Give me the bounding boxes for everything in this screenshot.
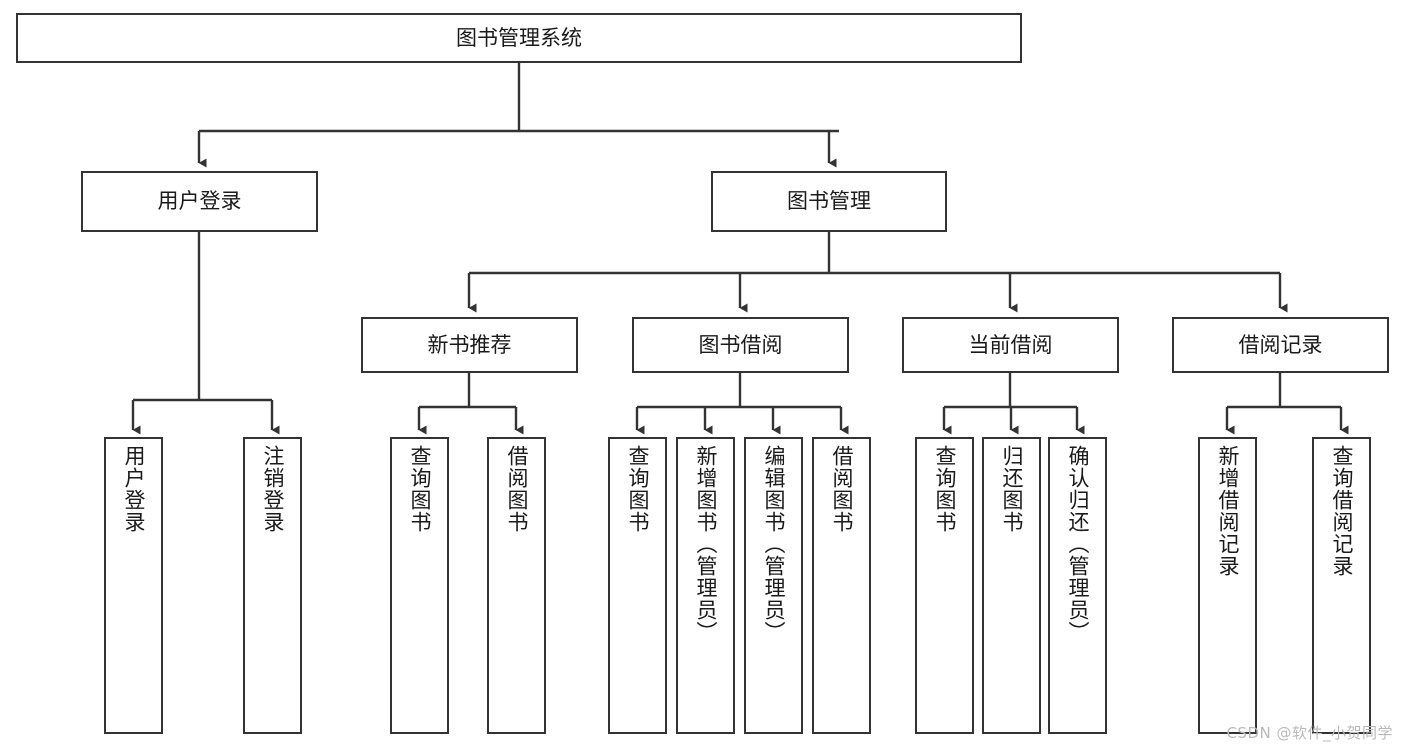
node-leaf-return-book[interactable]: 归还图书 [982, 437, 1041, 734]
node-leaf-add-book[interactable]: 新增图书（管理员） [676, 437, 735, 734]
node-current-borrow-label: 当前借阅 [968, 332, 1053, 357]
node-new-book-recommend[interactable]: 新书推荐 [361, 317, 578, 373]
node-new-book-recommend-label: 新书推荐 [427, 332, 512, 357]
node-leaf-edit-book[interactable]: 编辑图书（管理员） [744, 437, 803, 734]
node-leaf-query-record-label: 查询借阅记录 [1330, 445, 1354, 577]
node-leaf-user-login[interactable]: 用户登录 [104, 437, 163, 734]
node-borrow-record-label: 借阅记录 [1238, 332, 1323, 357]
node-leaf-confirm-return-label: 确认归还（管理员） [1066, 445, 1090, 643]
node-root[interactable]: 图书管理系统 [16, 13, 1022, 63]
node-leaf-query-book-1[interactable]: 查询图书 [390, 437, 449, 734]
node-leaf-borrow-book-1-label: 借阅图书 [505, 445, 529, 533]
node-leaf-query-book-1-label: 查询图书 [408, 445, 432, 533]
node-borrow-record[interactable]: 借阅记录 [1172, 317, 1389, 373]
node-leaf-add-book-label: 新增图书（管理员） [694, 445, 718, 643]
csdn-watermark: CSDN @软件_小贺同学 [1226, 724, 1393, 742]
node-user-login[interactable]: 用户登录 [81, 171, 318, 232]
node-book-borrow[interactable]: 图书借阅 [632, 317, 849, 373]
node-book-management-label: 图书管理 [787, 189, 871, 214]
node-root-label: 图书管理系统 [456, 25, 582, 50]
node-leaf-return-book-label: 归还图书 [1000, 445, 1024, 533]
node-book-management[interactable]: 图书管理 [711, 171, 947, 232]
node-leaf-logout-login-label: 注销登录 [261, 445, 285, 533]
node-leaf-borrow-book-1[interactable]: 借阅图书 [487, 437, 546, 734]
node-book-borrow-label: 图书借阅 [698, 332, 783, 357]
node-leaf-borrow-book-2-label: 借阅图书 [830, 445, 854, 533]
node-leaf-confirm-return[interactable]: 确认归还（管理员） [1048, 437, 1107, 734]
node-leaf-query-book-2-label: 查询图书 [626, 445, 650, 533]
node-user-login-label: 用户登录 [157, 189, 242, 214]
node-leaf-logout-login[interactable]: 注销登录 [243, 437, 302, 734]
node-leaf-query-book-3[interactable]: 查询图书 [915, 437, 974, 734]
node-leaf-edit-book-label: 编辑图书（管理员） [762, 445, 786, 643]
node-current-borrow[interactable]: 当前借阅 [902, 317, 1119, 373]
node-leaf-add-record-label: 新增借阅记录 [1216, 445, 1240, 577]
node-leaf-borrow-book-2[interactable]: 借阅图书 [812, 437, 871, 734]
node-leaf-query-book-3-label: 查询图书 [933, 445, 957, 533]
node-leaf-query-record[interactable]: 查询借阅记录 [1312, 437, 1371, 734]
node-leaf-query-book-2[interactable]: 查询图书 [608, 437, 667, 734]
node-leaf-user-login-label: 用户登录 [122, 445, 146, 533]
node-leaf-add-record[interactable]: 新增借阅记录 [1198, 437, 1257, 734]
